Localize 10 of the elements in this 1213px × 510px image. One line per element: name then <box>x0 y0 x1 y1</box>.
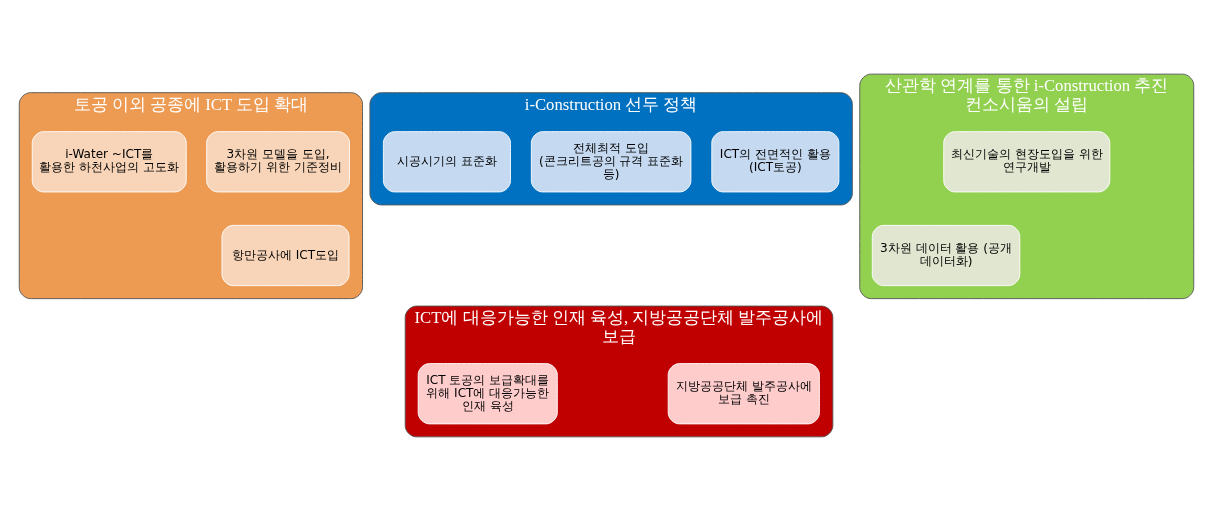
node-box: ICT 토공의 보급확대를 위해 ICT에 대응가능한 인재 육성 <box>417 362 558 424</box>
node-box: 최신기술의 현장도입을 위한 연구개발 <box>943 130 1111 192</box>
node-box: 전체최적 도입 (콘크리트공의 규격 표준화 등) <box>530 130 692 192</box>
node-box: 시공시기의 표준화 <box>382 130 511 192</box>
node-box: 3차원 데이터 활용 (공개 데이터화) <box>871 224 1021 286</box>
node-box: 지방공공단체 발주공사에 보급 촉진 <box>667 362 820 424</box>
node-box: 3차원 모델을 도입, 활용하기 위한 기준정비 <box>206 130 350 192</box>
node-box: i-Water ~ICT를 활용한 하천사업의 고도화 <box>31 130 187 192</box>
node-box: 항만공사에 ICT도입 <box>221 224 350 286</box>
node-box: ICT의 전면적인 활용 (ICT토공) <box>711 130 840 192</box>
